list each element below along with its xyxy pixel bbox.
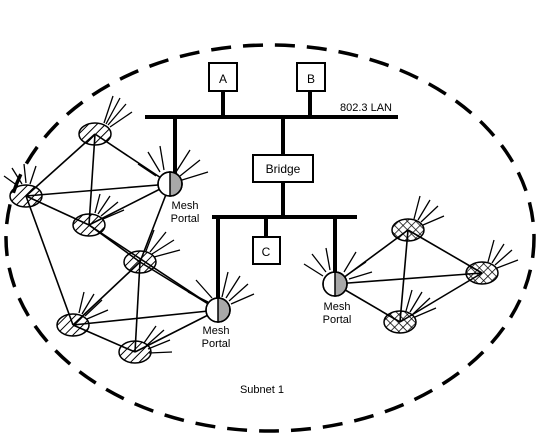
mesh-portal-label-line2: Portal	[202, 338, 231, 350]
lan-label: 802.3 LAN	[340, 102, 392, 114]
mesh-point-node	[72, 213, 106, 237]
bridge-box	[252, 154, 314, 183]
mesh-ap-nodes	[383, 218, 499, 334]
mesh-point-node	[9, 184, 43, 208]
mesh-ap-node	[391, 218, 425, 242]
mesh-portal-label-line2: Portal	[323, 314, 352, 326]
mesh-portal-node	[157, 171, 183, 197]
mesh-portal-label-line1: Mesh	[172, 200, 199, 212]
mesh-point-node	[56, 313, 90, 337]
mesh-portal-label-line2: Portal	[171, 213, 200, 225]
mesh-point-node	[123, 250, 157, 274]
subnet-boundary	[4, 43, 536, 433]
station-b-label: B	[307, 72, 315, 86]
mesh-ap-node	[465, 261, 499, 285]
lan-backbone	[145, 91, 398, 310]
bridge-label: Bridge	[266, 162, 301, 176]
station-a-label: A	[219, 72, 227, 86]
mesh-point-nodes	[9, 122, 157, 364]
mesh-portal-label-line1: Mesh	[203, 325, 230, 337]
station-a-box	[208, 62, 238, 92]
subnet-label: Subnet 1	[240, 384, 284, 396]
mesh-portal-node	[205, 297, 231, 323]
mesh-point-node	[118, 340, 152, 364]
antenna-spray-icons	[3, 95, 519, 354]
station-b-box	[296, 62, 326, 92]
mesh-portal-node	[322, 271, 348, 297]
mesh-portal-nodes	[157, 171, 348, 323]
mesh-ap-node	[383, 310, 417, 334]
mesh-point-node	[78, 122, 112, 146]
station-c-box	[252, 236, 281, 265]
mesh-links	[25, 133, 483, 353]
station-c-label: C	[262, 245, 271, 259]
mesh-portal-label-line1: Mesh	[324, 301, 351, 313]
